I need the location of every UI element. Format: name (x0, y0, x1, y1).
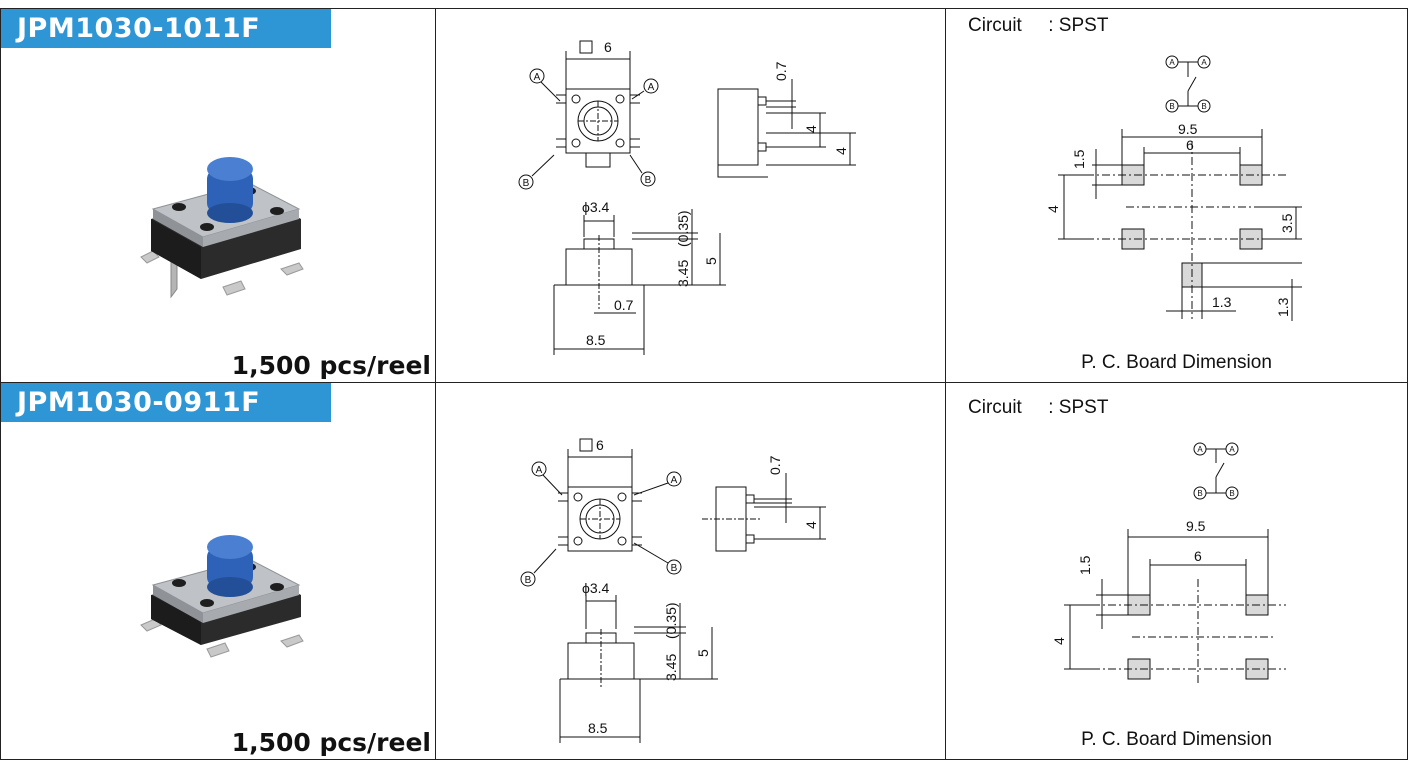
dim-5: 5 (703, 257, 719, 265)
product-photo-cell: JPM1030-1011F (0, 9, 436, 382)
dim-5: 5 (695, 649, 711, 657)
pcb-dim-4: 4 (1051, 637, 1067, 645)
pcb-dim-9.5: 9.5 (1186, 518, 1206, 534)
top-view-drawing (518, 40, 659, 190)
pcb-dim-1.5: 1.5 (1071, 149, 1087, 169)
dimension-drawing-cell: A A B B 6 0.7 4 (436, 383, 946, 759)
terminal-b-label: B (1201, 102, 1206, 111)
circuit-spec: Circuit : SPST (968, 397, 1108, 419)
front-view-drawing (553, 209, 726, 355)
front-view-drawing (559, 595, 718, 743)
dim-phi: ϕ3.4 (582, 199, 610, 215)
dim-side-0.7: 0.7 (773, 61, 789, 81)
side-view-drawing (717, 79, 856, 178)
circuit-value: : SPST (1048, 15, 1109, 36)
pcb-dim-1.5: 1.5 (1077, 555, 1093, 575)
terminal-b-label: B (1197, 489, 1202, 498)
dimension-drawing: A A B B 6 (518, 39, 856, 355)
circuit-cell: Circuit : SPST A A B B (946, 383, 1408, 759)
tact-switch-photo (140, 157, 304, 299)
dim-side-4a: 4 (803, 521, 819, 529)
circuit-label: Circuit (968, 15, 1022, 36)
pcb-dim-4: 4 (1045, 205, 1061, 213)
dim-3.45: 3.45 (675, 260, 691, 287)
packaging-quantity: 1,500 pcs/reel (231, 728, 431, 757)
pcb-dimension-drawing: A A B B (1045, 55, 1302, 321)
pcb-dim-1.3a: 1.3 (1212, 294, 1232, 310)
product-row-2: JPM1030-0911F 1,500 pcs/reel (0, 382, 1408, 760)
tact-switch-photo (140, 535, 304, 658)
packaging-quantity: 1,500 pcs/reel (231, 351, 431, 380)
terminal-b-label: B (525, 575, 532, 586)
pcb-dim-9.5: 9.5 (1178, 121, 1198, 137)
dim-0.35: (0.35) (675, 210, 691, 247)
terminal-b-label: B (671, 563, 678, 574)
dim-8.5: 8.5 (586, 332, 606, 348)
pcb-dim-3.5: 3.5 (1279, 213, 1295, 233)
pcb-dimension-label: P. C. Board Dimension (1081, 352, 1272, 373)
side-view-drawing (702, 473, 826, 552)
terminal-a-label: A (1229, 445, 1235, 454)
dim-square: 6 (596, 437, 604, 453)
terminal-a-label: A (648, 82, 655, 93)
terminal-b-label: B (523, 178, 530, 189)
terminal-b-label: B (1169, 102, 1174, 111)
pcb-dimension-drawing: A A B B (1051, 442, 1286, 683)
dim-8.5: 8.5 (588, 720, 608, 736)
pcb-dim-1.3b: 1.3 (1275, 297, 1291, 317)
terminal-b-label: B (1229, 489, 1234, 498)
spst-schematic (1165, 55, 1211, 113)
dim-phi: ϕ3.4 (582, 580, 610, 596)
dim-0.7: 0.7 (614, 297, 634, 313)
pcb-dimension-label: P. C. Board Dimension (1081, 729, 1272, 750)
dim-3.45: 3.45 (663, 654, 679, 681)
terminal-a-label: A (671, 475, 678, 486)
terminal-a-label: A (534, 72, 541, 83)
terminal-a-label: A (1169, 58, 1175, 67)
terminal-b-label: B (645, 175, 652, 186)
top-view-drawing (520, 438, 682, 587)
dim-0.35: (0.35) (663, 602, 679, 639)
circuit-cell: Circuit : SPST A A B B (946, 9, 1408, 382)
dim-side-0.7: 0.7 (767, 455, 783, 475)
product-photo-cell: JPM1030-0911F 1,500 pcs/reel (0, 383, 436, 759)
circuit-value: : SPST (1048, 397, 1109, 418)
dimension-drawing: A A B B 6 0.7 4 (520, 437, 826, 743)
pcb-dim-6: 6 (1186, 137, 1194, 153)
terminal-a-label: A (1201, 58, 1207, 67)
pcb-pads (1127, 594, 1269, 680)
spst-schematic (1193, 442, 1239, 500)
part-number-title: JPM1030-1011F (1, 9, 331, 48)
dimension-drawing-cell: A A B B 6 (436, 9, 946, 382)
circuit-label: Circuit (968, 397, 1022, 418)
part-number-title: JPM1030-0911F (1, 383, 331, 422)
circuit-spec: Circuit : SPST (968, 15, 1108, 37)
terminal-a-label: A (1197, 445, 1203, 454)
dim-side-4b: 4 (833, 147, 849, 155)
pcb-dim-6: 6 (1194, 548, 1202, 564)
dim-side-4a: 4 (803, 125, 819, 133)
product-row-1: JPM1030-1011F (0, 8, 1408, 382)
terminal-a-label: A (536, 465, 543, 476)
dim-square: 6 (604, 39, 612, 55)
